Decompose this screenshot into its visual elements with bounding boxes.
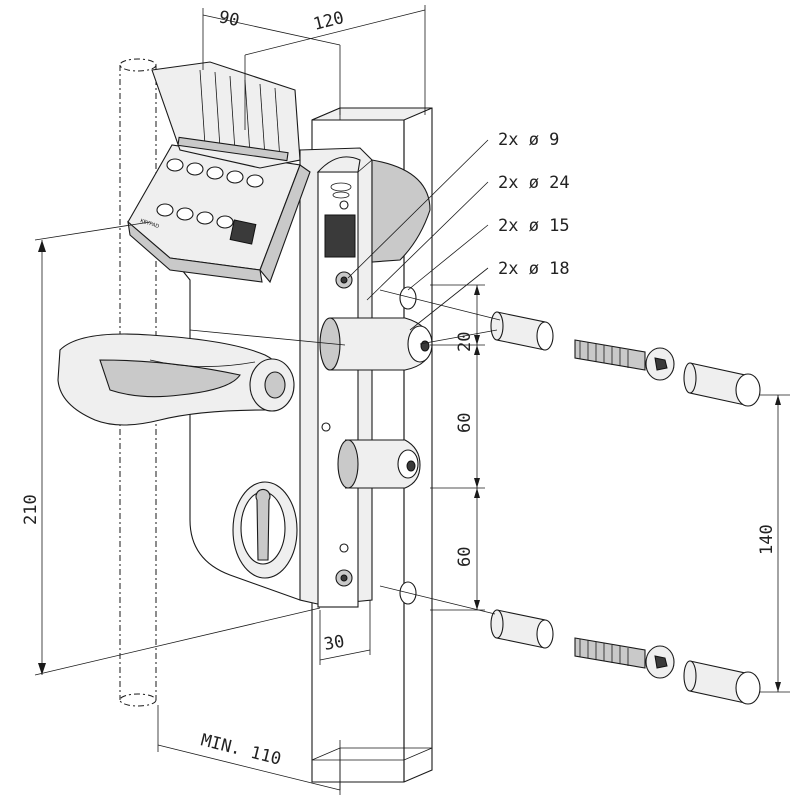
dim-30-label: 30 (322, 632, 346, 655)
door-handle (57, 333, 295, 426)
dim-min-110-label: MIN. 110 (199, 730, 283, 769)
screw-threads (579, 341, 629, 666)
faceplate-window (324, 214, 356, 258)
latch-bolt-lower (337, 439, 421, 489)
dimension-lines (34, 5, 790, 795)
dim-60-upper-label: 60 (455, 413, 475, 433)
post-hole-upper (399, 286, 417, 310)
keypad-unit: KEYPAD (127, 61, 311, 284)
dim-210-label: 210 (21, 494, 41, 525)
dim-90-label: 90 (217, 7, 241, 31)
keypad-brand-label: KEYPAD (139, 218, 160, 230)
fixing-set-lower (490, 609, 761, 705)
fixing-set-upper (490, 311, 761, 407)
callout-diameter-18: 2x ø 18 (498, 259, 570, 279)
dim-60-lower-label: 60 (455, 547, 475, 567)
key-cylinder (232, 481, 298, 579)
keypad-buttons (156, 158, 264, 245)
callout-diameter-9: 2x ø 9 (498, 130, 559, 150)
callout-diameter-15: 2x ø 15 (498, 216, 570, 236)
dim-140-label: 140 (757, 524, 777, 555)
callout-diameter-24: 2x ø 24 (498, 173, 570, 193)
dim-20-label: 20 (455, 332, 475, 352)
assembly-axis-lines (189, 289, 501, 615)
